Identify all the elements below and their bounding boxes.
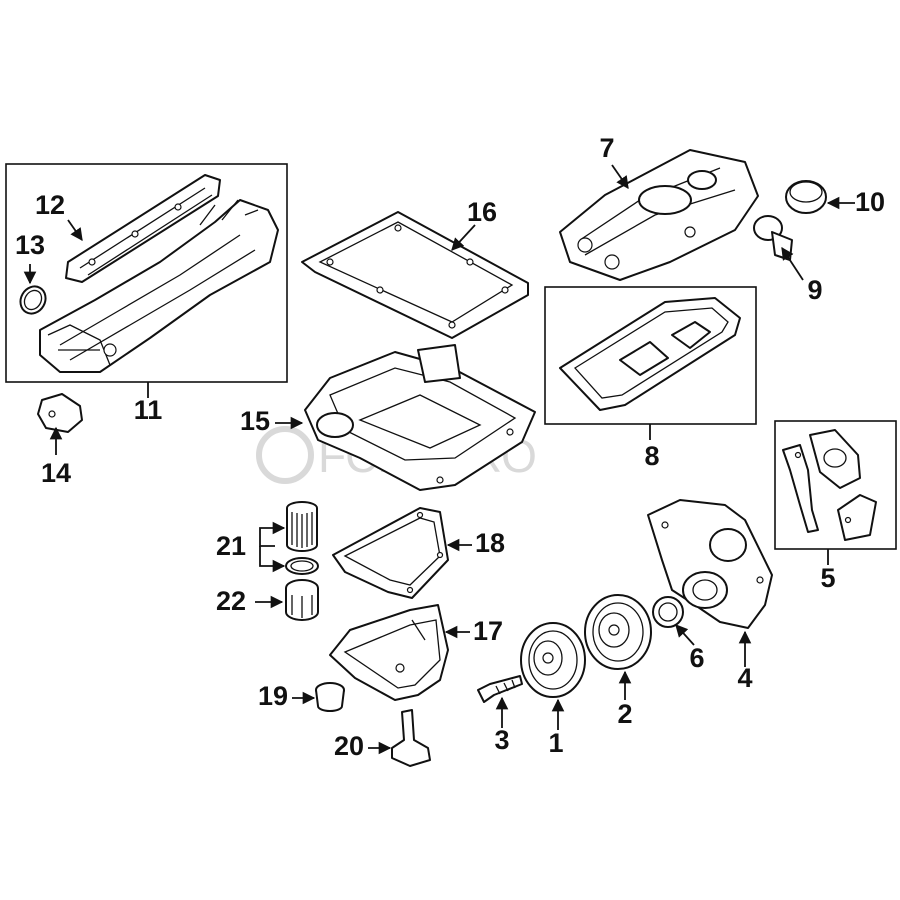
pulley-bolt[interactable] (477, 675, 523, 703)
callout-14: 14 (41, 458, 71, 488)
oil-filter[interactable] (286, 501, 318, 552)
callout-4: 4 (737, 663, 752, 693)
callout-17: 17 (473, 616, 503, 646)
callout-2: 2 (617, 699, 632, 729)
oil-level-sensor[interactable] (391, 709, 431, 767)
valve-cover-gasket[interactable] (559, 297, 741, 411)
crankshaft-seal[interactable] (652, 596, 684, 628)
oil-filler-cap[interactable] (785, 180, 827, 214)
timing-cover-gasket-box (774, 420, 897, 550)
callout-21: 21 (216, 531, 246, 561)
oil-pan[interactable] (304, 344, 536, 491)
timing-cover-gaskets[interactable] (782, 429, 877, 541)
intake-group-box (5, 163, 288, 383)
callout-19: 19 (258, 681, 288, 711)
callout-3: 3 (494, 725, 509, 755)
callout-9: 9 (807, 275, 822, 305)
callout-12: 12 (35, 190, 65, 220)
callout-16: 16 (467, 197, 497, 227)
callout-10: 10 (855, 187, 885, 217)
drain-plug[interactable] (315, 682, 345, 712)
callout-6: 6 (689, 643, 704, 673)
callout-5: 5 (820, 563, 835, 593)
intake-manifold[interactable] (39, 199, 279, 373)
oil-pan-gasket[interactable] (301, 211, 529, 339)
callout-numbers: 1 2 3 4 5 6 7 8 9 10 11 12 13 14 15 16 1… (15, 133, 885, 761)
leader-lines (23, 164, 855, 755)
bracket[interactable] (37, 393, 83, 433)
crankshaft-pulley[interactable] (520, 622, 586, 698)
callout-22: 22 (216, 586, 246, 616)
vibration-damper[interactable] (584, 594, 652, 670)
callout-1: 1 (548, 728, 563, 758)
callout-11: 11 (134, 395, 163, 425)
filter-seal-ring[interactable] (285, 557, 319, 575)
callout-18: 18 (475, 528, 505, 558)
callout-15: 15 (240, 406, 270, 436)
callout-8: 8 (644, 441, 659, 471)
callout-13: 13 (15, 230, 45, 260)
callout-20: 20 (334, 731, 364, 761)
oil-filter-cap[interactable] (285, 579, 319, 621)
intake-gasket[interactable] (65, 174, 221, 283)
lower-oil-pan-gasket[interactable] (332, 507, 449, 599)
timing-cover[interactable] (647, 499, 773, 629)
o-ring-seal[interactable] (16, 282, 51, 318)
valve-cover[interactable] (559, 149, 759, 281)
lower-oil-pan[interactable] (329, 604, 449, 701)
callout-7: 7 (599, 133, 614, 163)
